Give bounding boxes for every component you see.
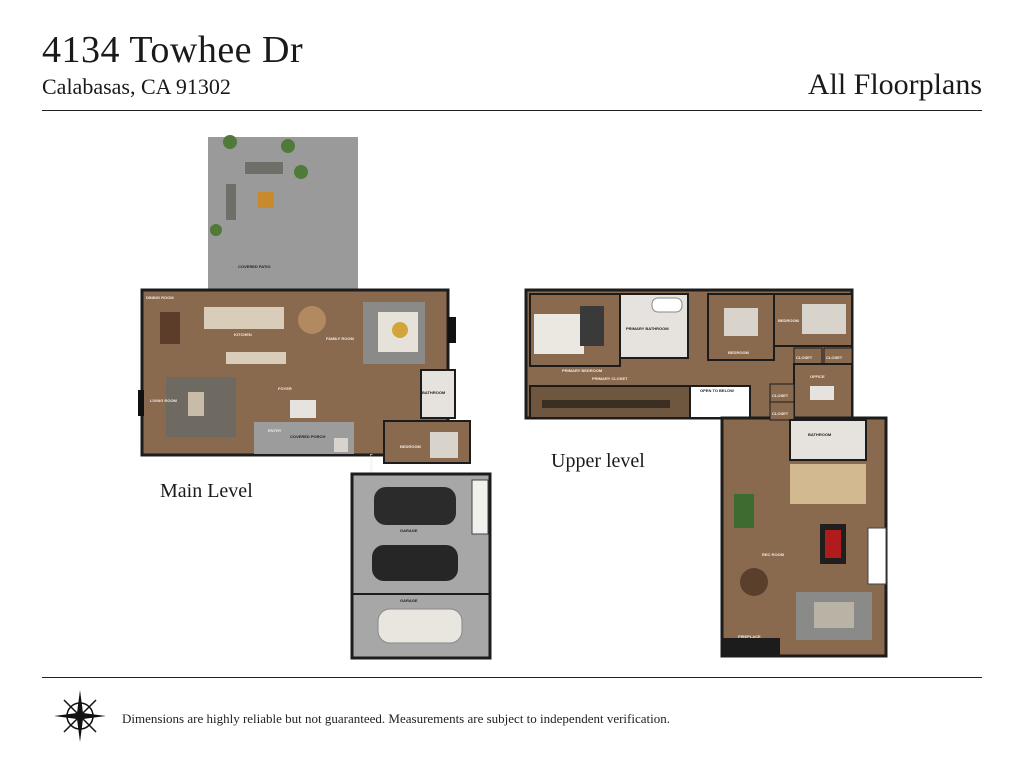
garage-car-3 [377,608,463,644]
open-to-below [689,385,751,419]
compass-icon [54,690,106,742]
main-level-plan: COVERED PATIO DINING ROOM KITCHEN FAMILY… [138,135,492,660]
label-laundry: LAUNDRY [369,454,374,474]
patio-sofa [245,162,283,174]
label-living-room: LIVING ROOM [150,398,178,403]
label-foyer: FOYER [278,386,292,391]
round-table [740,568,768,596]
garage-car-2 [372,545,458,581]
family-table [298,306,326,334]
label-garage-1: GARAGE [400,528,418,533]
fireplace [722,638,780,656]
label-fireplace: FIREPLACE [738,634,761,639]
kitchen-island [226,352,286,364]
label-office: OFFICE [810,374,825,379]
label-open-to-below: OPEN TO BELOW [700,388,734,393]
game-table-green [734,494,754,528]
upper-level-plan: PRIMARY BEDROOM PRIMARY BATHROOM PRIMARY… [524,288,888,658]
main-bath [420,369,456,419]
disclaimer-text: Dimensions are highly reliable but not g… [122,711,670,726]
upper-level-label: Upper level [551,450,645,472]
header-divider [42,110,982,111]
label-primary-bathroom: PRIMARY BATHROOM [626,326,669,331]
label-covered-porch: COVERED PORCH [290,434,325,439]
label-bedroom-2: BEDROOM [778,318,800,323]
label-closet-4: CLOSET [772,411,789,416]
footer-divider [42,677,982,678]
dining-table [160,312,180,344]
label-closet-1: CLOSET [796,355,813,360]
label-dining-room: DINING ROOM [146,295,174,300]
label-rec-room: REC ROOM [762,552,785,557]
main-level-label: Main Level [160,480,253,502]
property-address: 4134 Towhee Dr [42,29,304,71]
label-closet-3: CLOSET [772,393,789,398]
closet-4 [769,401,795,421]
label-bedroom-1: BEDROOM [728,350,750,355]
label-covered-patio: COVERED PATIO [238,264,271,269]
label-kitchen: KITCHEN [234,332,252,337]
label-bedroom: BEDROOM [400,444,422,449]
patio-table [258,192,274,208]
bar-counter [790,464,866,504]
label-garage-2: GARAGE [400,598,418,603]
label-closet-2: CLOSET [826,355,843,360]
primary-bed [534,314,584,354]
upper-bathroom [789,419,867,461]
label-family-room: FAMILY ROOM [326,336,354,341]
label-bathroom: BATHROOM [422,390,446,395]
kitchen-counter [204,307,284,329]
foyer-stairs [290,400,316,418]
page-heading: All Floorplans [807,68,982,101]
label-primary-closet: PRIMARY CLOSET [592,376,628,381]
garage-car-1 [374,487,456,525]
label-entry: ENTRY [268,428,282,433]
label-primary-bedroom: PRIMARY BEDROOM [562,368,603,373]
label-upper-bathroom: BATHROOM [808,432,832,437]
property-city: Calabasas, CA 91302 [42,74,231,99]
